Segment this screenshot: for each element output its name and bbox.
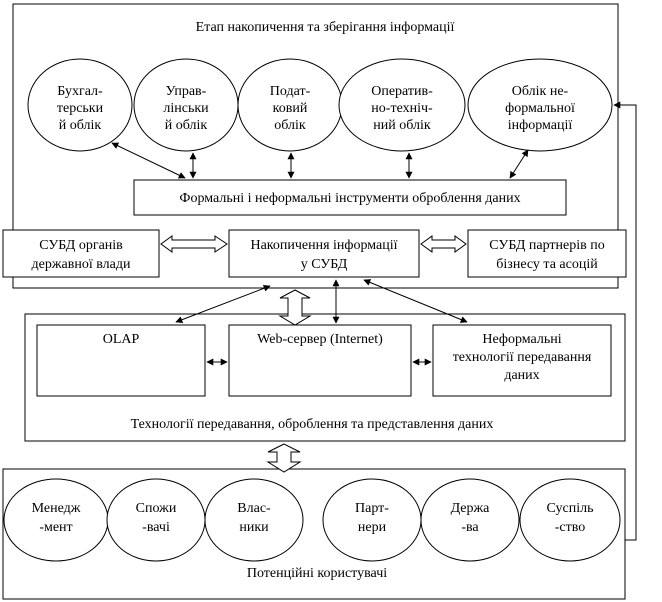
user-state: Держа-ва bbox=[420, 478, 520, 562]
tech-title: Технології передавання, оброблення та пр… bbox=[131, 417, 494, 432]
tools-box-label: Формальні і неформальні інструменти обро… bbox=[179, 191, 520, 206]
tools-connectors bbox=[111, 142, 529, 179]
partner-dbms-box bbox=[467, 229, 627, 278]
users-frame bbox=[2, 468, 626, 600]
ellipse-operational: Оператив-но-техніч-ний облік bbox=[338, 58, 466, 152]
tools-box bbox=[133, 179, 567, 216]
accum-dbms-box bbox=[228, 229, 420, 278]
accum-partner-double-arrow bbox=[420, 235, 467, 253]
tech-connectors bbox=[175, 279, 468, 366]
web-server-label: Web-сервер (Internet) bbox=[257, 332, 383, 347]
user-consumers: Спожи-вачі bbox=[106, 478, 206, 562]
feedback-arrow-line bbox=[613, 101, 637, 541]
svg-text:Суспіль-ство: Суспіль-ство bbox=[547, 501, 594, 535]
users-title: Потенційні користувачі bbox=[247, 566, 387, 581]
svg-text:Влас-ники: Влас-ники bbox=[237, 501, 271, 535]
svg-text:Парт-нери: Парт-нери bbox=[355, 501, 389, 535]
svg-text:Спожи-вачі: Спожи-вачі bbox=[136, 501, 177, 535]
svg-text:Оператив-но-техніч-ний облік: Оператив-но-техніч-ний облік bbox=[371, 84, 433, 133]
user-partners: Парт-нери bbox=[322, 478, 422, 562]
user-society: Суспіль-ство bbox=[519, 478, 621, 562]
olap-box bbox=[36, 324, 206, 397]
svg-text:Менедж-мент: Менедж-мент bbox=[32, 501, 81, 535]
web-server-box bbox=[228, 324, 412, 397]
svg-text:Держа-ва: Держа-ва bbox=[451, 501, 491, 535]
tech-users-double-arrow bbox=[266, 443, 302, 473]
user-management: Менедж-мент bbox=[3, 478, 109, 562]
olap-label: OLAP bbox=[103, 332, 140, 347]
gov-dbms-box bbox=[2, 229, 160, 278]
stage-title: Етап накопичення та зберігання інформаці… bbox=[196, 20, 455, 35]
user-owners: Влас-ники bbox=[204, 478, 304, 562]
gov-accum-double-arrow bbox=[160, 235, 228, 253]
informal-tech-box bbox=[432, 324, 612, 397]
